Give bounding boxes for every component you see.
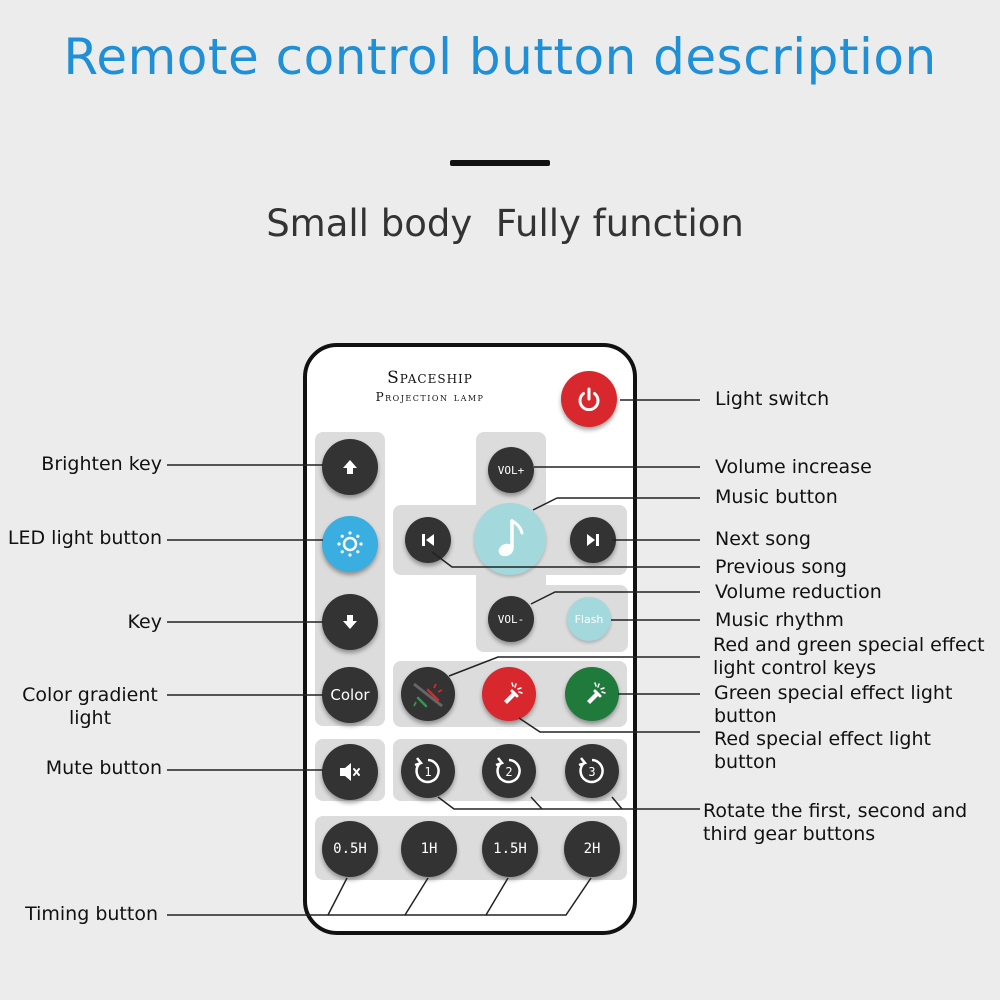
- rotate-icon: 3: [578, 757, 604, 784]
- brighten-button[interactable]: [322, 439, 378, 495]
- music-button[interactable]: [474, 503, 546, 575]
- rotate-gear-3-button[interactable]: 3: [565, 744, 619, 798]
- label-light-switch: Light switch: [715, 388, 830, 410]
- label-volume-increase: Volume increase: [715, 456, 872, 478]
- page-title: Remote control button description: [63, 28, 937, 86]
- next-song-button[interactable]: [570, 517, 616, 563]
- label-red-green-keys: Red and green special effect light contr…: [713, 634, 985, 680]
- label-led-light-button: LED light button: [7, 527, 162, 549]
- label-brighten-key: Brighten key: [41, 453, 162, 475]
- rotate-2-label: 2: [505, 765, 512, 779]
- red-green-effect-button[interactable]: [401, 667, 455, 721]
- timer-1-5h-label: 1.5H: [493, 841, 527, 857]
- label-red-green-line1: Red and green special effect: [713, 634, 985, 656]
- label-color-gradient-line2: light: [68, 707, 112, 729]
- next-icon: [587, 534, 599, 546]
- label-red-effect: Red special effect light button: [714, 728, 931, 774]
- flashlight-icon: [587, 682, 606, 704]
- led-light-button[interactable]: [322, 516, 378, 572]
- brand-line-1: Spaceship: [387, 368, 473, 388]
- label-key: Key: [127, 611, 162, 633]
- label-color-gradient-line1: Color gradient: [22, 684, 158, 706]
- mute-button[interactable]: [322, 744, 378, 800]
- label-rotate-line2: third gear buttons: [703, 823, 876, 845]
- color-button-label: Color: [330, 686, 370, 704]
- label-red-effect-line2: button: [714, 751, 777, 773]
- dim-button[interactable]: [322, 594, 378, 650]
- label-red-effect-line1: Red special effect light: [714, 728, 931, 750]
- label-red-green-line2: light control keys: [713, 657, 877, 679]
- sun-icon: [337, 531, 363, 557]
- label-mute-button: Mute button: [45, 757, 162, 779]
- remote-brand: Spaceship Projection lamp: [325, 368, 535, 404]
- volume-down-button[interactable]: VOL-: [488, 596, 534, 642]
- green-effect-button[interactable]: [565, 667, 619, 721]
- volume-up-label: VOL+: [497, 463, 525, 477]
- label-previous-song: Previous song: [715, 556, 847, 578]
- label-volume-reduction: Volume reduction: [715, 581, 882, 603]
- music-note-icon: [498, 519, 524, 557]
- timer-2h-button[interactable]: 2H: [564, 821, 620, 877]
- rotate-icon: 1: [414, 757, 440, 784]
- power-icon: [578, 387, 600, 412]
- mute-icon: [340, 763, 360, 781]
- red-green-flashlight-icon: [413, 682, 443, 708]
- label-rotate-line1: Rotate the first, second and: [703, 800, 968, 822]
- label-color-gradient: Color gradient light: [0, 684, 180, 730]
- rotate-gear-1-button[interactable]: 1: [401, 744, 455, 798]
- timer-1-5h-button[interactable]: 1.5H: [482, 821, 538, 877]
- flashlight-icon: [504, 682, 523, 704]
- label-next-song: Next song: [715, 528, 811, 550]
- label-music-button: Music button: [715, 486, 838, 508]
- timer-0-5h-label: 0.5H: [333, 841, 367, 857]
- rotate-gear-2-button[interactable]: 2: [482, 744, 536, 798]
- previous-song-button[interactable]: [405, 517, 451, 563]
- timer-0-5h-button[interactable]: 0.5H: [322, 821, 378, 877]
- timer-2h-label: 2H: [583, 841, 601, 857]
- label-rotate-gears: Rotate the first, second and third gear …: [703, 800, 967, 846]
- label-green-effect: Green special effect light button: [714, 682, 952, 728]
- rotate-1-label: 1: [424, 765, 431, 779]
- subtitle: Small body Fully function: [266, 202, 744, 245]
- label-green-effect-line1: Green special effect light: [714, 682, 953, 704]
- flash-button[interactable]: Flash: [567, 597, 611, 641]
- timer-1h-button[interactable]: 1H: [401, 821, 457, 877]
- label-music-rhythm: Music rhythm: [715, 609, 844, 631]
- title-divider: [450, 160, 550, 166]
- label-timing-button: Timing button: [25, 903, 158, 925]
- timer-1h-label: 1H: [420, 841, 438, 857]
- arrow-down-icon: [343, 615, 357, 629]
- power-button[interactable]: [561, 371, 617, 427]
- flash-button-label: Flash: [574, 612, 604, 626]
- volume-up-button[interactable]: VOL+: [488, 447, 534, 493]
- arrow-up-icon: [343, 460, 357, 474]
- previous-icon: [422, 534, 434, 546]
- label-green-effect-line2: button: [714, 705, 777, 727]
- rotate-3-label: 3: [588, 765, 595, 779]
- red-effect-button[interactable]: [482, 667, 536, 721]
- rotate-icon: 2: [495, 757, 521, 784]
- brand-line-2: Projection lamp: [375, 390, 485, 404]
- volume-down-label: VOL-: [497, 612, 525, 626]
- color-gradient-button[interactable]: Color: [322, 667, 378, 723]
